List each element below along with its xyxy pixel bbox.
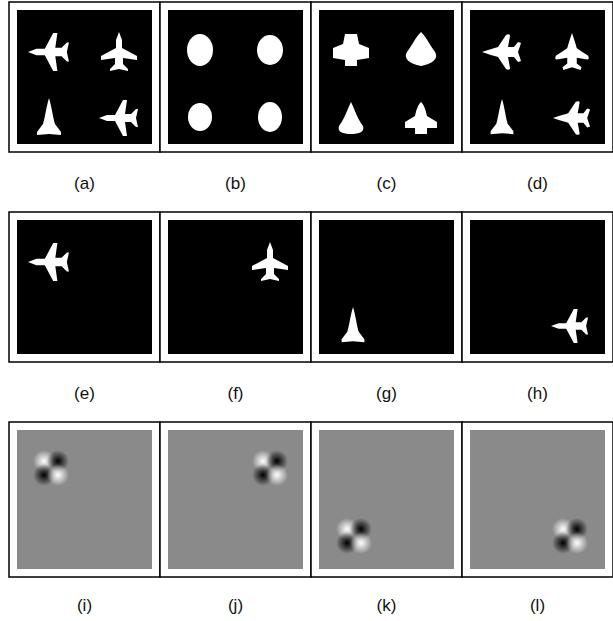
panel-c	[311, 2, 462, 152]
panel-i	[9, 422, 160, 577]
aircraft-silhouette	[342, 307, 365, 342]
panel-label: (l)	[530, 597, 545, 614]
panel-b	[160, 2, 311, 152]
panel-label: (c)	[377, 175, 397, 192]
aircraft-silhouette	[101, 32, 137, 71]
panel-label: (f)	[227, 385, 243, 402]
panel-label: (k)	[377, 597, 397, 614]
aircraft-silhouette	[28, 33, 69, 71]
smoothed-shape	[333, 34, 369, 66]
panel-label: (e)	[74, 385, 95, 402]
aircraft-silhouette	[551, 309, 588, 343]
panel-k	[311, 422, 462, 577]
panel-j	[160, 422, 311, 577]
panel-label: (i)	[77, 597, 92, 614]
panel-a	[9, 2, 160, 152]
filter-response	[552, 518, 588, 554]
panel-label: (b)	[225, 175, 246, 192]
blob-shape	[257, 35, 283, 65]
smoothed-shape	[406, 32, 436, 66]
panel-label: (a)	[74, 175, 95, 192]
aircraft-silhouette	[37, 98, 61, 135]
blob-shape	[258, 102, 282, 132]
filter-response	[252, 450, 288, 486]
aircraft-silhouette	[99, 100, 138, 136]
aircraft-silhouette	[252, 242, 288, 281]
aircraft-silhouette	[553, 101, 590, 135]
smoothed-shape	[339, 102, 364, 134]
panel-d	[462, 2, 613, 152]
blob-shape	[188, 103, 212, 131]
panel-label: (g)	[376, 385, 397, 402]
blob-shape	[187, 34, 213, 66]
panel-h	[462, 212, 613, 362]
panel-label: (h)	[527, 385, 548, 402]
panel-l	[462, 422, 613, 577]
smoothed-shape	[405, 102, 437, 134]
aircraft-silhouette	[555, 33, 589, 70]
panel-f	[160, 212, 311, 362]
filter-response	[33, 450, 69, 486]
panel-label: (d)	[527, 175, 548, 192]
filter-response	[336, 518, 372, 554]
aircraft-silhouette	[28, 243, 69, 281]
panel-g	[311, 212, 462, 362]
aircraft-silhouette	[491, 99, 514, 134]
panel-label: (j)	[228, 597, 243, 614]
panel-e	[9, 212, 160, 362]
aircraft-silhouette	[482, 34, 521, 69]
